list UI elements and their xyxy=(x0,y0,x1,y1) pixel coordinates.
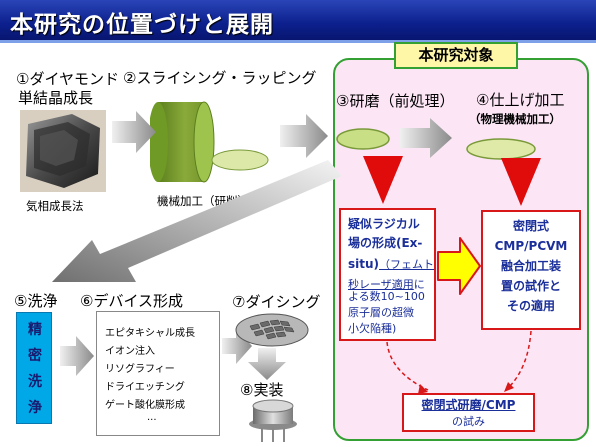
box2-line3: 融合加工装 xyxy=(500,259,561,273)
step3-wafer xyxy=(336,128,390,150)
red-down-triangle-2 xyxy=(501,158,541,206)
step6-label: ⑥デバイス形成 xyxy=(80,292,183,310)
step5-label: ⑤洗浄 xyxy=(14,292,58,310)
precision-char-2: 密 xyxy=(28,348,42,364)
precision-cleaning-box: 精 密 洗 浄 xyxy=(16,312,52,424)
step2-label: ②スライシング・ラッピング xyxy=(123,69,317,87)
arrow-step3-to-step4 xyxy=(400,118,452,158)
step1-method: 気相成長法 xyxy=(26,199,84,213)
diced-wafer-image xyxy=(235,313,309,347)
step8-label: ⑧実装 xyxy=(240,381,284,399)
box2-line1: 密閉式 xyxy=(512,219,549,233)
arrow-step2-to-step3 xyxy=(280,114,328,158)
arrow-to-step5 xyxy=(52,160,342,282)
process-item: リソグラフィー xyxy=(105,364,175,375)
step4-sublabel: （物理機械加工） xyxy=(469,112,561,126)
step4-wafer xyxy=(466,138,536,160)
title-bar xyxy=(0,0,596,40)
radical-field-box: 疑似ラジカル 場の形成(Ex- situ)（フェムト 秒レーザ適用に よる数10… xyxy=(339,208,436,341)
page-title: 本研究の位置づけと展開 xyxy=(10,12,274,38)
box1-line5: よる数10~100 xyxy=(348,290,425,303)
precision-char-3: 洗 xyxy=(28,374,42,390)
box1-line4b: に xyxy=(413,278,425,291)
box1-line4: 秒レーザ適用 xyxy=(348,278,414,291)
arrow-step7-to-step8 xyxy=(248,348,286,380)
arrow-step5-to-step6 xyxy=(60,336,94,376)
sealed-cmp-pcvm-box: 密閉式 CMP/PCVM 融合加工装 置の試作と その適用 xyxy=(481,210,581,330)
step3-label: ③研磨（前処理） xyxy=(336,92,455,110)
dashed-arrow-to-box3-left xyxy=(386,341,429,391)
precision-char-4: 浄 xyxy=(28,400,42,416)
red-down-triangle-1 xyxy=(363,156,403,204)
sealed-polishing-box: 密閉式研磨/CMP の試み xyxy=(402,393,535,432)
box3-line1: 密閉式研磨/CMP xyxy=(421,398,516,412)
title-underline xyxy=(0,40,596,43)
process-item: ゲート酸化膜形成 xyxy=(105,400,185,411)
diamond-crystal-image xyxy=(20,110,106,192)
box2-line4: 置の試作と xyxy=(500,279,561,293)
box2-line5: その適用 xyxy=(506,299,555,313)
precision-char-1: 精 xyxy=(28,322,42,338)
arrow-step6-to-step7 xyxy=(222,328,252,364)
yellow-right-arrow xyxy=(437,237,481,295)
step1-label-line2: 単結晶成長 xyxy=(18,89,94,107)
box2-line2: CMP/PCVM xyxy=(494,239,568,253)
process-item: ドライエッチング xyxy=(105,382,185,393)
package-image xyxy=(249,399,297,442)
step4-label: ④仕上げ加工 xyxy=(476,91,565,109)
device-process-list: エピタキシャル成長 イオン注入 リソグラフィー ドライエッチング ゲート酸化膜形… xyxy=(96,311,220,436)
box1-line7: 小欠陥種) xyxy=(348,322,397,335)
step1-label-line1: ①ダイヤモンド xyxy=(16,70,119,88)
box1-line2: 場の形成(Ex- xyxy=(348,236,423,250)
process-item: ... xyxy=(147,412,157,423)
box1-line6: 原子層の超微 xyxy=(348,306,414,319)
box1-line1: 疑似ラジカル xyxy=(348,217,420,231)
box3-line2: の試み xyxy=(452,415,485,428)
step7-label: ⑦ダイシング xyxy=(232,293,321,311)
arrow-step1-to-step2 xyxy=(112,111,156,153)
sliced-cylinder-image xyxy=(150,101,269,183)
box1-line3b: （フェムト xyxy=(379,258,435,271)
dashed-arrow-to-box3-right xyxy=(505,330,532,391)
research-scope-label: 本研究対象 xyxy=(394,42,518,69)
process-item: イオン注入 xyxy=(105,346,155,357)
process-item: エピタキシャル成長 xyxy=(105,328,195,339)
box1-line3: situ) xyxy=(348,257,380,271)
